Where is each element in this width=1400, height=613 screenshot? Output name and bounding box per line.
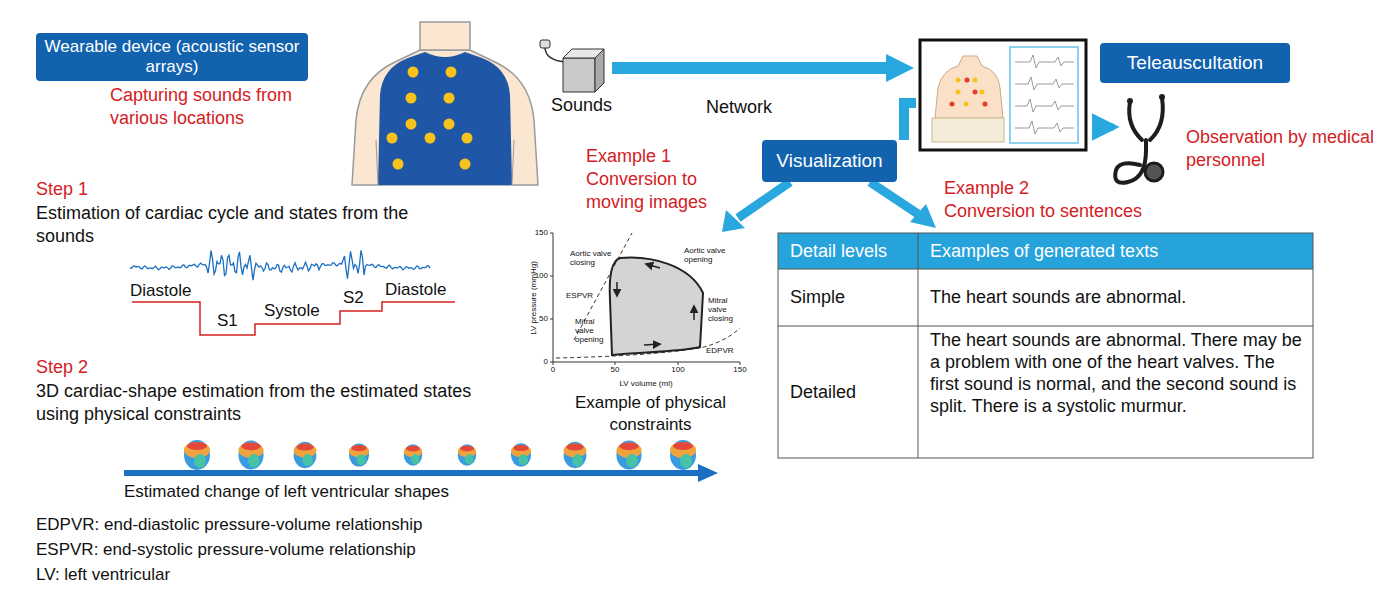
axis-title: LV volume (ml) — [619, 380, 672, 389]
visualization-box: Visualization — [762, 140, 897, 182]
chart-annotation: EDPVR — [706, 347, 734, 356]
axis-caption: Estimated change of left ventricular sha… — [124, 481, 449, 503]
footnote: ESPVR: end-systolic pressure-volume rela… — [36, 539, 416, 561]
axis-title: LV pressure (mmHg) — [530, 261, 539, 335]
state-label: Diastole — [130, 280, 191, 302]
text-table — [778, 233, 1313, 458]
figure-caption: Example of physical constraints — [548, 392, 753, 436]
step-text: Estimation of cardiac cycle and states f… — [36, 202, 436, 249]
tick-label: 150 — [733, 366, 746, 375]
teleauscultation-box: Teleauscultation — [1100, 43, 1290, 83]
caption-text: Capturing sounds from various locations — [110, 84, 350, 131]
chart-annotation: Mitral valve closing — [708, 297, 742, 323]
box-label: Visualization — [776, 150, 882, 172]
example-caption: Conversion to moving images — [586, 168, 736, 215]
network-arrow — [612, 54, 916, 140]
heart-sound-waveform — [130, 250, 430, 280]
box-label: Teleauscultation — [1127, 52, 1263, 74]
timeline-arrow — [698, 464, 718, 482]
tick-label: 50 — [539, 315, 548, 324]
step-text: 3D cardiac-shape estimation from the est… — [36, 380, 511, 427]
chart-annotation: ESPVR — [566, 292, 593, 301]
monitor-screen — [920, 40, 1086, 150]
stethoscope-tips — [1127, 94, 1165, 104]
sounds-label: Sounds — [551, 94, 612, 117]
step-title: Step 1 — [36, 178, 88, 201]
tick-label: 50 — [611, 366, 620, 375]
tick-label: 0 — [544, 358, 548, 367]
network-label: Network — [706, 96, 772, 119]
wearable-vest — [352, 22, 538, 185]
table-header: Detail levels — [790, 240, 887, 263]
table-cell: Detailed — [790, 381, 856, 404]
state-label: Systole — [264, 300, 320, 322]
table-cell: Simple — [790, 286, 845, 309]
tick-label: 100 — [671, 366, 684, 375]
table-header: Examples of generated texts — [930, 240, 1158, 263]
state-label: S1 — [217, 310, 238, 332]
table-cell: The heart sounds are abnormal. — [930, 286, 1305, 309]
chart-annotation: Aortic valve closing — [570, 250, 612, 268]
example-title: Example 2 — [944, 177, 1029, 200]
table-cell: The heart sounds are abnormal. There may… — [930, 330, 1308, 418]
stethoscope — [1115, 98, 1163, 183]
state-label: Diastole — [385, 279, 446, 301]
step-title: Step 2 — [36, 356, 88, 379]
tick-label: 150 — [535, 229, 548, 238]
left-ventricle-shapes — [184, 440, 696, 470]
state-label: S2 — [343, 287, 364, 309]
example-title: Example 1 — [586, 145, 671, 168]
flow-arrow — [1092, 124, 1114, 131]
recorder-cube — [540, 40, 604, 92]
visualization-arrows — [722, 182, 936, 232]
example-caption: Conversion to sentences — [944, 200, 1142, 223]
footnote: LV: left ventricular — [36, 564, 170, 586]
chart-annotation: Aortic valve opening — [684, 247, 736, 265]
chart-annotation: Mitral valve opening — [575, 318, 609, 344]
device-box: Wearable device (acoustic sensor arrays) — [36, 33, 308, 81]
footnote: EDPVR: end-diastolic pressure-volume rel… — [36, 514, 422, 536]
tick-label: 0 — [551, 366, 555, 375]
box-label: Wearable device (acoustic sensor arrays) — [44, 37, 300, 76]
caption-text: Observation by medical personnel — [1186, 126, 1386, 173]
